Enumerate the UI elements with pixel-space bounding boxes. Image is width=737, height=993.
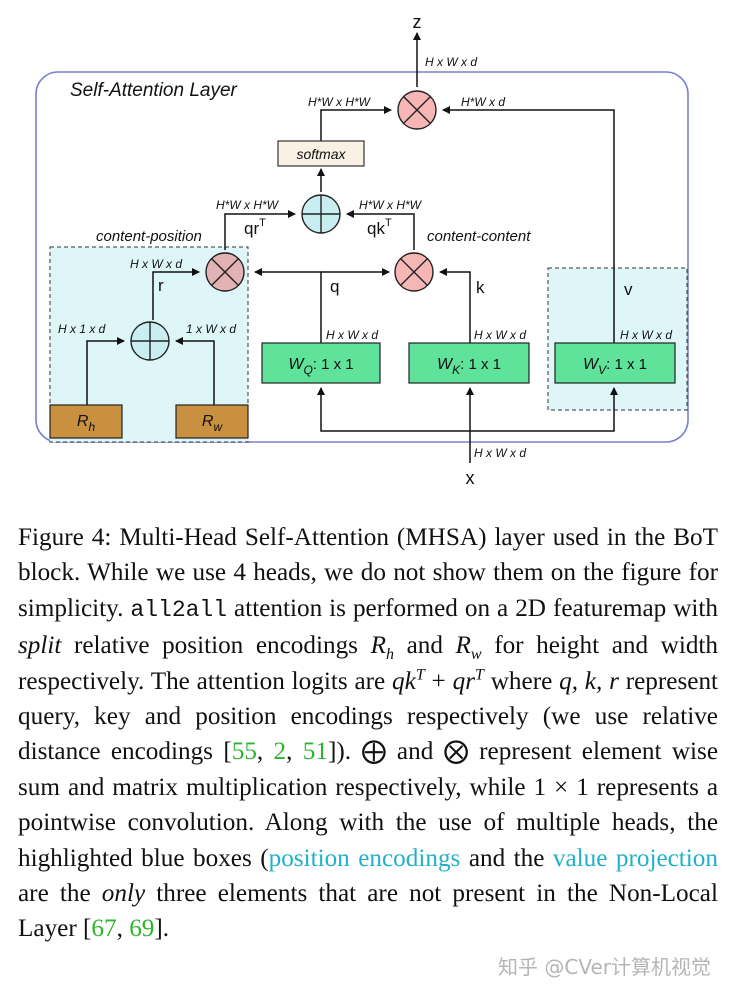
dim-q-out: H x W x d — [326, 328, 378, 342]
svg-text:WV: 1 x 1: WV: 1 x 1 — [583, 356, 647, 377]
softmax-block: softmax — [277, 140, 365, 167]
sum-node-logits — [301, 194, 341, 234]
dimension-labels: H x W x d H*W x H*W H*W x d H*W x H*W H*… — [58, 55, 672, 460]
citation-51[interactable]: 51 — [302, 738, 328, 766]
dim-v-out: H x W x d — [620, 328, 672, 342]
dim-out: H x W x d — [425, 55, 477, 69]
figure-label: Figure 4: — [18, 524, 112, 551]
dim-qr-sum: H*W x H*W — [216, 198, 280, 212]
dim-rw: 1 x W x d — [186, 322, 236, 336]
dim-r-out: H x W x d — [130, 257, 182, 271]
dim-qk-sum: H*W x H*W — [359, 198, 423, 212]
otimes-icon: ⨂ — [443, 738, 469, 766]
v-label: v — [624, 280, 633, 299]
watermark: 知乎 @CVer计算机视觉 — [498, 955, 711, 979]
content-position-label: content-position — [96, 228, 202, 245]
all2all-term: all2all — [130, 596, 228, 623]
dim-v-in: H*W x d — [461, 95, 505, 109]
dim-x-in: H x W x d — [474, 446, 526, 460]
wv-conv-block: WV: 1 x 1 — [554, 342, 676, 384]
output-z-label: z — [413, 12, 422, 32]
dim-k-out: H x W x d — [474, 328, 526, 342]
connection-lines — [86, 32, 618, 463]
mhsa-diagram: Self-Attention Layer — [35, 12, 689, 488]
k-label: k — [476, 278, 485, 297]
wq-conv-block: WQ: 1 x 1 — [261, 342, 381, 384]
figure-caption: Figure 4: Multi-Head Self-Attention (MHS… — [18, 524, 719, 943]
input-x-label: x — [466, 468, 475, 488]
rh-block: Rh — [49, 404, 123, 439]
dim-rh: H x 1 x d — [58, 322, 106, 336]
citation-67[interactable]: 67 — [91, 915, 117, 943]
logits-equation: qkT + qrT — [392, 666, 484, 695]
svg-text:Rh: Rh — [77, 413, 96, 434]
citation-2[interactable]: 2 — [273, 738, 287, 766]
self-attention-layer-box — [35, 71, 689, 443]
citation-69[interactable]: 69 — [129, 915, 155, 943]
sum-node-position — [130, 321, 170, 361]
oplus-icon: ⨁ — [361, 738, 387, 766]
qr-label: qrT — [244, 217, 266, 238]
r-label: r — [158, 276, 164, 295]
svg-text:Rw: Rw — [202, 413, 224, 434]
q-label: q — [330, 277, 339, 296]
layer-title: Self-Attention Layer — [70, 80, 238, 101]
mult-node-content-position — [205, 252, 245, 292]
value-projection-highlight-text: value projection — [552, 844, 718, 872]
mult-node-content-content — [394, 252, 434, 292]
rw-block: Rw — [175, 404, 249, 439]
position-encodings-highlight-text: position encodings — [268, 844, 461, 872]
svg-text:softmax: softmax — [296, 146, 346, 162]
svg-text:WK: 1 x 1: WK: 1 x 1 — [437, 356, 501, 377]
content-content-label: content-content — [427, 228, 531, 245]
svg-text:WQ: 1 x 1: WQ: 1 x 1 — [288, 356, 353, 377]
value-projection-highlight — [547, 267, 688, 411]
wk-conv-block: WK: 1 x 1 — [408, 342, 530, 384]
citation-55[interactable]: 55 — [231, 738, 257, 766]
mult-node-top — [397, 90, 437, 130]
dim-attn: H*W x H*W — [308, 95, 372, 109]
qk-label: qkT — [367, 217, 392, 238]
